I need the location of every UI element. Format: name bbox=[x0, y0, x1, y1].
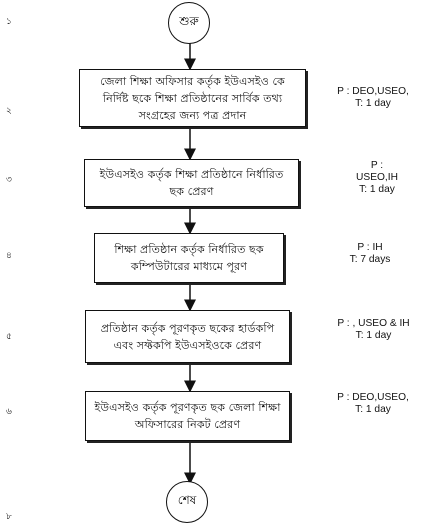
annotation-step5: P : , USEO & IH T: 1 day bbox=[326, 318, 421, 342]
time-label: T: 1 day bbox=[355, 98, 391, 109]
process-text: ইউএসইও কর্তৃক শিক্ষা প্রতিষ্ঠানে নির্ধার… bbox=[99, 168, 284, 198]
annotation-step3: P : USEO,IH T: 1 day bbox=[338, 160, 416, 196]
participants-label: P : IH bbox=[357, 242, 383, 253]
process-text: জেলা শিক্ষা অফিসার কর্তৃক ইউএসইও কে নির্… bbox=[100, 74, 285, 122]
process-box-step2: জেলা শিক্ষা অফিসার কর্তৃক ইউএসইও কে নির্… bbox=[79, 69, 306, 127]
start-label: শুরু bbox=[179, 14, 199, 28]
process-text: প্রতিষ্ঠান কর্তৃক পূরণকৃত ছকের হার্ডকপি … bbox=[100, 321, 275, 352]
time-label: T: 7 days bbox=[349, 254, 391, 265]
step-number: ৫ bbox=[6, 332, 12, 342]
step-number: ৩ bbox=[6, 175, 12, 185]
annotation-step4: P : IH T: 7 days bbox=[330, 242, 410, 266]
time-label: T: 1 day bbox=[359, 184, 395, 195]
process-box-step4: শিক্ষা প্রতিষ্ঠান কর্তৃক নির্ধারিত ছক কম… bbox=[94, 233, 284, 283]
process-box-step5: প্রতিষ্ঠান কর্তৃক পূরণকৃত ছকের হার্ডকপি … bbox=[85, 310, 290, 363]
start-terminal: শুরু bbox=[168, 2, 210, 44]
annotation-step6: P : DEO,USEO, T: 1 day bbox=[328, 392, 418, 416]
process-box-step3: ইউএসইও কর্তৃক শিক্ষা প্রতিষ্ঠানে নির্ধার… bbox=[84, 159, 299, 207]
time-label: T: 1 day bbox=[355, 404, 391, 415]
end-terminal: শেষ bbox=[166, 481, 208, 523]
process-box-step6: ইউএসইও কর্তৃক পূরণকৃত ছক জেলা শিক্ষা অফি… bbox=[85, 391, 290, 441]
step-number: ২ bbox=[6, 106, 12, 116]
step-number: ৬ bbox=[6, 407, 12, 417]
process-text: ইউএসইও কর্তৃক পূরণকৃত ছক জেলা শিক্ষা অফি… bbox=[94, 401, 281, 431]
end-label: শেষ bbox=[177, 493, 197, 507]
step-number: ৪ bbox=[6, 251, 12, 261]
participants-label: P : bbox=[370, 160, 384, 171]
participants-value: USEO,IH bbox=[356, 172, 398, 183]
participants-label: P : DEO,USEO, bbox=[337, 86, 409, 97]
time-label: T: 1 day bbox=[355, 330, 392, 341]
annotation-step2: P : DEO,USEO, T: 1 day bbox=[328, 86, 418, 110]
participants-label: P : , USEO & IH bbox=[337, 318, 410, 329]
step-number: ৮ bbox=[6, 512, 12, 522]
process-text: শিক্ষা প্রতিষ্ঠান কর্তৃক নির্ধারিত ছক কম… bbox=[114, 243, 264, 273]
participants-label: P : DEO,USEO, bbox=[337, 392, 409, 403]
step-number: ১ bbox=[6, 17, 12, 27]
